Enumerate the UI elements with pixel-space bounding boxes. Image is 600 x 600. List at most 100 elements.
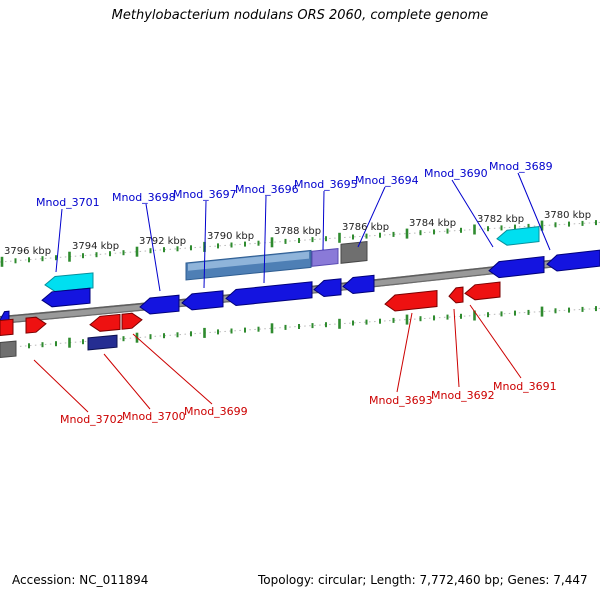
gene-arrow-mnod-3697[interactable] <box>181 290 224 311</box>
tick-mark <box>163 247 165 253</box>
tick-mark <box>595 220 597 226</box>
tick-mark <box>433 315 435 321</box>
tick-mark <box>244 327 246 333</box>
tick-mark <box>298 324 300 329</box>
tick-mark <box>527 309 530 315</box>
gene-label-mnod-3701[interactable]: Mnod_3701 <box>36 196 100 209</box>
scale-label-3784kbp: 3784 kbp <box>409 218 456 229</box>
rna-arrow-cyan-left[interactable] <box>44 272 94 293</box>
scale-label-3788kbp: 3788 kbp <box>274 226 321 237</box>
tick-mark <box>190 245 192 251</box>
tick-mark <box>109 251 111 257</box>
tick-mark <box>270 237 274 248</box>
gene-label-mnod-3699[interactable]: Mnod_3699 <box>184 405 248 418</box>
gene-label-mnod-3702[interactable]: Mnod_3702 <box>60 413 124 426</box>
gene-label-mnod-3690[interactable]: Mnod_3690 <box>424 167 488 180</box>
tick-mark <box>487 226 489 232</box>
leader-line-mnod-3701 <box>55 208 63 273</box>
gene-arrow-mnod-3691[interactable] <box>464 281 501 301</box>
scale-label-3794kbp: 3794 kbp <box>72 241 119 252</box>
topology-stats-text: Topology: circular; Length: 7,772,460 bp… <box>258 573 588 587</box>
tick-mark <box>298 238 300 243</box>
tick-mark <box>95 252 98 258</box>
tick-mark <box>433 229 435 235</box>
tick-mark <box>149 248 152 254</box>
tick-mark <box>379 318 381 324</box>
leader-line-mnod-3698 <box>145 203 161 292</box>
leader-line-mnod-3693 <box>396 312 413 393</box>
rna-arrow-cyan-right[interactable] <box>496 226 540 246</box>
tick-mark <box>41 256 44 262</box>
tick-mark <box>68 337 71 348</box>
tick-mark <box>122 250 125 256</box>
tick-mark <box>338 318 341 329</box>
gene-label-mnod-3698[interactable]: Mnod_3698 <box>112 191 176 204</box>
gene-label-mnod-3697[interactable]: Mnod_3697 <box>173 188 237 201</box>
tick-mark <box>392 231 395 237</box>
tick-mark <box>473 224 476 235</box>
gene-arrow-mnod-3699[interactable] <box>121 312 143 330</box>
tick-mark <box>203 327 206 338</box>
scale-label-3790kbp: 3790 kbp <box>207 231 254 242</box>
tick-mark <box>82 339 84 345</box>
gene-arrow-mnod-3693[interactable] <box>384 289 438 312</box>
tick-mark <box>28 343 30 349</box>
gene-arrow-mnod-3700[interactable] <box>89 313 121 332</box>
tick-mark <box>405 228 409 239</box>
tick-mark <box>514 310 516 316</box>
tick-mark <box>460 313 462 319</box>
tick-mark <box>514 224 516 230</box>
gene-label-mnod-3693[interactable]: Mnod_3693 <box>369 394 433 407</box>
gene-label-mnod-3700[interactable]: Mnod_3700 <box>122 410 186 423</box>
gene-arrow-mnod-3689[interactable] <box>546 249 600 272</box>
tick-mark <box>55 255 57 261</box>
tick-mark <box>352 320 354 326</box>
gene-arrow-red-left-cluster[interactable] <box>25 316 47 334</box>
feature-box-purple[interactable] <box>311 248 339 267</box>
tick-mark <box>176 332 179 338</box>
tick-mark <box>568 221 570 227</box>
page-title: Methylobacterium nodulans ORS 2060, comp… <box>111 8 489 23</box>
tick-mark <box>419 316 422 322</box>
gene-arrow-mnod-3701[interactable] <box>41 287 91 308</box>
gene-arrow-mnod-3690[interactable] <box>488 255 545 279</box>
gene-label-mnod-3694[interactable]: Mnod_3694 <box>355 174 419 187</box>
scale-label-3786kbp: 3786 kbp <box>342 222 389 233</box>
leader-line-mnod-3695 <box>322 190 325 251</box>
gene-label-mnod-3695[interactable]: Mnod_3695 <box>294 178 358 191</box>
tick-mark <box>163 333 165 339</box>
tick-mark <box>352 234 354 240</box>
gene-arrow-mnod-3692[interactable] <box>448 286 464 304</box>
leader-line-mnod-3696 <box>263 195 267 284</box>
gene-arrow-mnod-3698[interactable] <box>139 294 180 315</box>
gene-arrow-mnod-3696[interactable] <box>225 281 313 307</box>
tick-mark <box>284 238 287 244</box>
gene-label-mnod-3692[interactable]: Mnod_3692 <box>431 389 495 402</box>
gene-label-mnod-3696[interactable]: Mnod_3696 <box>235 183 299 196</box>
tick-mark <box>405 314 409 325</box>
feature-box-gray-bottom[interactable] <box>0 340 17 359</box>
tick-mark <box>190 331 192 337</box>
gene-box-red-edge-left[interactable] <box>0 318 14 337</box>
gene-label-mnod-3689[interactable]: Mnod_3689 <box>489 160 553 173</box>
gene-label-mnod-3691[interactable]: Mnod_3691 <box>493 380 557 393</box>
gene-arrow-mnod-3694[interactable] <box>342 274 375 295</box>
tick-mark <box>460 227 462 233</box>
tick-mark <box>595 306 597 312</box>
feature-box-steel-highlight[interactable] <box>188 251 309 271</box>
tick-mark <box>365 319 368 325</box>
leader-line-mnod-3697 <box>203 200 207 289</box>
tick-mark <box>446 314 449 320</box>
scale-label-3780kbp: 3780 kbp <box>544 210 591 221</box>
tick-mark <box>230 328 233 334</box>
tick-mark <box>257 240 260 246</box>
tick-mark <box>473 310 476 321</box>
feature-box-navy[interactable] <box>87 334 118 351</box>
tick-mark <box>392 317 395 323</box>
feature-box-gray[interactable] <box>340 240 368 264</box>
gene-arrow-mnod-3695[interactable] <box>313 278 342 298</box>
tick-mark <box>14 258 17 264</box>
tick-mark <box>68 251 71 262</box>
